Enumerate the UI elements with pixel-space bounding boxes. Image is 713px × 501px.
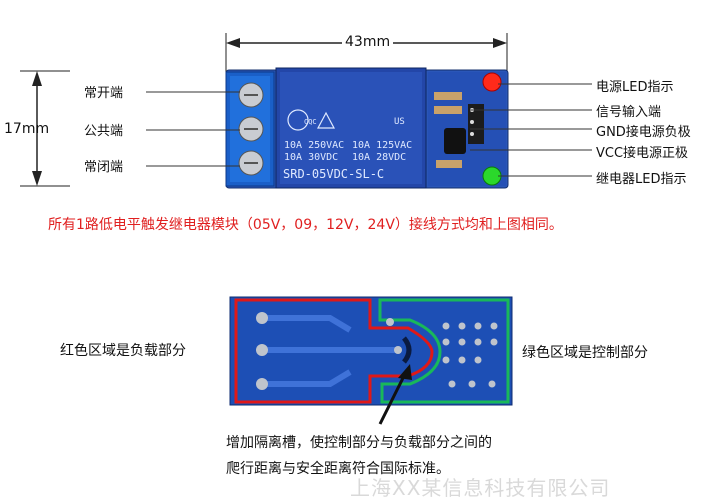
label-common: 公共端	[84, 124, 124, 139]
slot-pointer-arrow	[378, 364, 412, 425]
pcb-pad	[386, 318, 394, 326]
pcb-pad	[256, 312, 268, 324]
relay-module-photo	[146, 67, 592, 189]
relay-body	[275, 67, 427, 189]
left-leader-lines	[146, 91, 240, 167]
height-dimension-label: 17mm	[4, 121, 50, 137]
label-power-led: 电源LED指示	[596, 80, 674, 95]
wiring-note: 所有1路低电平触发继电器模块（05V，09，12V，24V）接线方式均和上图相同…	[48, 217, 563, 233]
control-zone-outline	[378, 298, 510, 404]
label-gnd: GND接电源负极	[596, 125, 691, 140]
terminal-screw-nc	[238, 150, 264, 176]
relay-rating-3: 10A 30VDC	[284, 152, 338, 163]
watermark: 上海XX某信息科技有限公司	[350, 476, 611, 500]
label-signal-input: 信号输入端	[596, 105, 662, 120]
width-dimension-label: 43mm	[342, 34, 394, 50]
control-zone-caption: 绿色区域是控制部分	[522, 345, 648, 361]
relay-rating-1: 10A 250VAC	[284, 140, 344, 151]
relay-cqc-mark: CQC	[304, 118, 317, 126]
label-normally-open: 常开端	[84, 86, 124, 101]
relay-ul-mark: US	[394, 117, 405, 127]
terminal-screw-no	[238, 82, 264, 108]
pcb-photo	[229, 296, 513, 425]
relay-rating-4: 10A 28VDC	[352, 152, 406, 163]
label-normally-closed: 常闭端	[84, 160, 124, 175]
relay-rating-2: 10A 125VAC	[352, 140, 412, 151]
height-dimension	[20, 70, 70, 187]
pcb-pad	[256, 378, 268, 390]
label-vcc: VCC接电源正极	[596, 146, 689, 161]
terminal-screw-com	[238, 116, 264, 142]
relay-model: SRD-05VDC-SL-C	[283, 167, 384, 181]
load-traces	[262, 315, 400, 387]
label-relay-led: 继电器LED指示	[596, 172, 687, 187]
control-pads	[442, 322, 498, 388]
right-leader-lines	[470, 83, 592, 177]
pcb-pad	[394, 346, 402, 354]
screw-terminal-block	[225, 71, 275, 187]
power-led	[482, 72, 502, 92]
isolation-slot	[401, 336, 412, 364]
pcb-pad	[256, 344, 268, 356]
load-zone-caption: 红色区域是负载部分	[60, 343, 186, 359]
slot-note-line1: 增加隔离槽，使控制部分与负载部分之间的	[226, 435, 492, 451]
slot-note-line2: 爬行距离与安全距离符合国际标准。	[226, 461, 450, 477]
